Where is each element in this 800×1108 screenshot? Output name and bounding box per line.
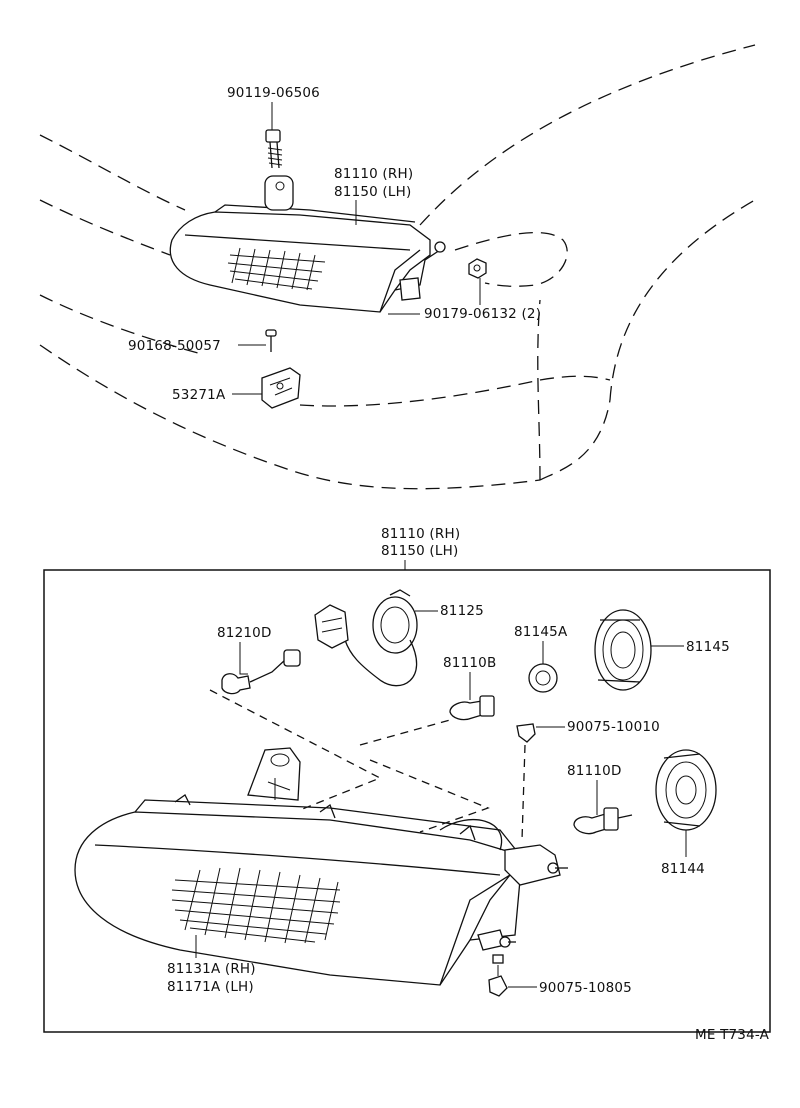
- clip-b-part-number: 90075-10805: [539, 980, 632, 996]
- bulb-small-part-number: 81210D: [217, 625, 272, 641]
- cover-ring-part-number: 81145: [686, 639, 730, 655]
- cap-small-icon: [528, 663, 558, 693]
- bracket-icon: [261, 367, 301, 409]
- lens-grid-pattern-detail: [171, 867, 341, 944]
- vehicle-body-outline: [39, 44, 756, 490]
- bulb-small-icon: [221, 649, 301, 695]
- bolt-icon: [265, 129, 283, 169]
- socket-harness-icon: [314, 589, 418, 687]
- nut-part-number: 90179-06132 (2): [424, 306, 541, 322]
- headlamp-assembly-top: [169, 175, 446, 313]
- socket-ring-icon: [655, 749, 717, 831]
- bulb-headlamp-part-number: 81110B: [443, 655, 496, 671]
- socket-ring-part-number: 81144: [661, 861, 705, 877]
- lens-part-number-lh: 81171A (LH): [167, 979, 254, 995]
- clip-a-part-number: 90075-10010: [567, 719, 660, 735]
- nut-icon: [468, 258, 487, 279]
- screw-part-number: 90168-50057: [128, 338, 221, 354]
- detail-title-lh: 81150 (LH): [381, 543, 458, 559]
- assembly-guide-lines: [209, 689, 526, 841]
- cap-small-part-number: 81145A: [514, 624, 568, 640]
- lens-grid-pattern-top: [227, 247, 326, 291]
- clip-a-icon: [516, 723, 536, 743]
- lamp-part-number-lh: 81150 (LH): [334, 184, 411, 200]
- cover-ring-icon: [594, 609, 652, 691]
- figure-code: ME T734-A: [695, 1027, 770, 1043]
- lamp-part-number-rh: 81110 (RH): [334, 166, 413, 182]
- socket-harness-part-number: 81125: [440, 603, 484, 619]
- detail-box-frame: [43, 569, 771, 1033]
- detail-title-rh: 81110 (RH): [381, 526, 460, 542]
- bracket-part-number: 53271A: [172, 387, 226, 403]
- bolt-part-number: 90119-06506: [227, 85, 320, 101]
- headlamp-assembly-detail: [74, 747, 568, 986]
- clip-b-icon: [488, 965, 508, 997]
- bulb-headlamp-icon: [449, 695, 495, 721]
- lens-part-number-rh: 81131A (RH): [167, 961, 256, 977]
- bulb-side-icon: [573, 807, 633, 835]
- screw-icon: [265, 329, 277, 352]
- bulb-side-part-number: 81110D: [567, 763, 622, 779]
